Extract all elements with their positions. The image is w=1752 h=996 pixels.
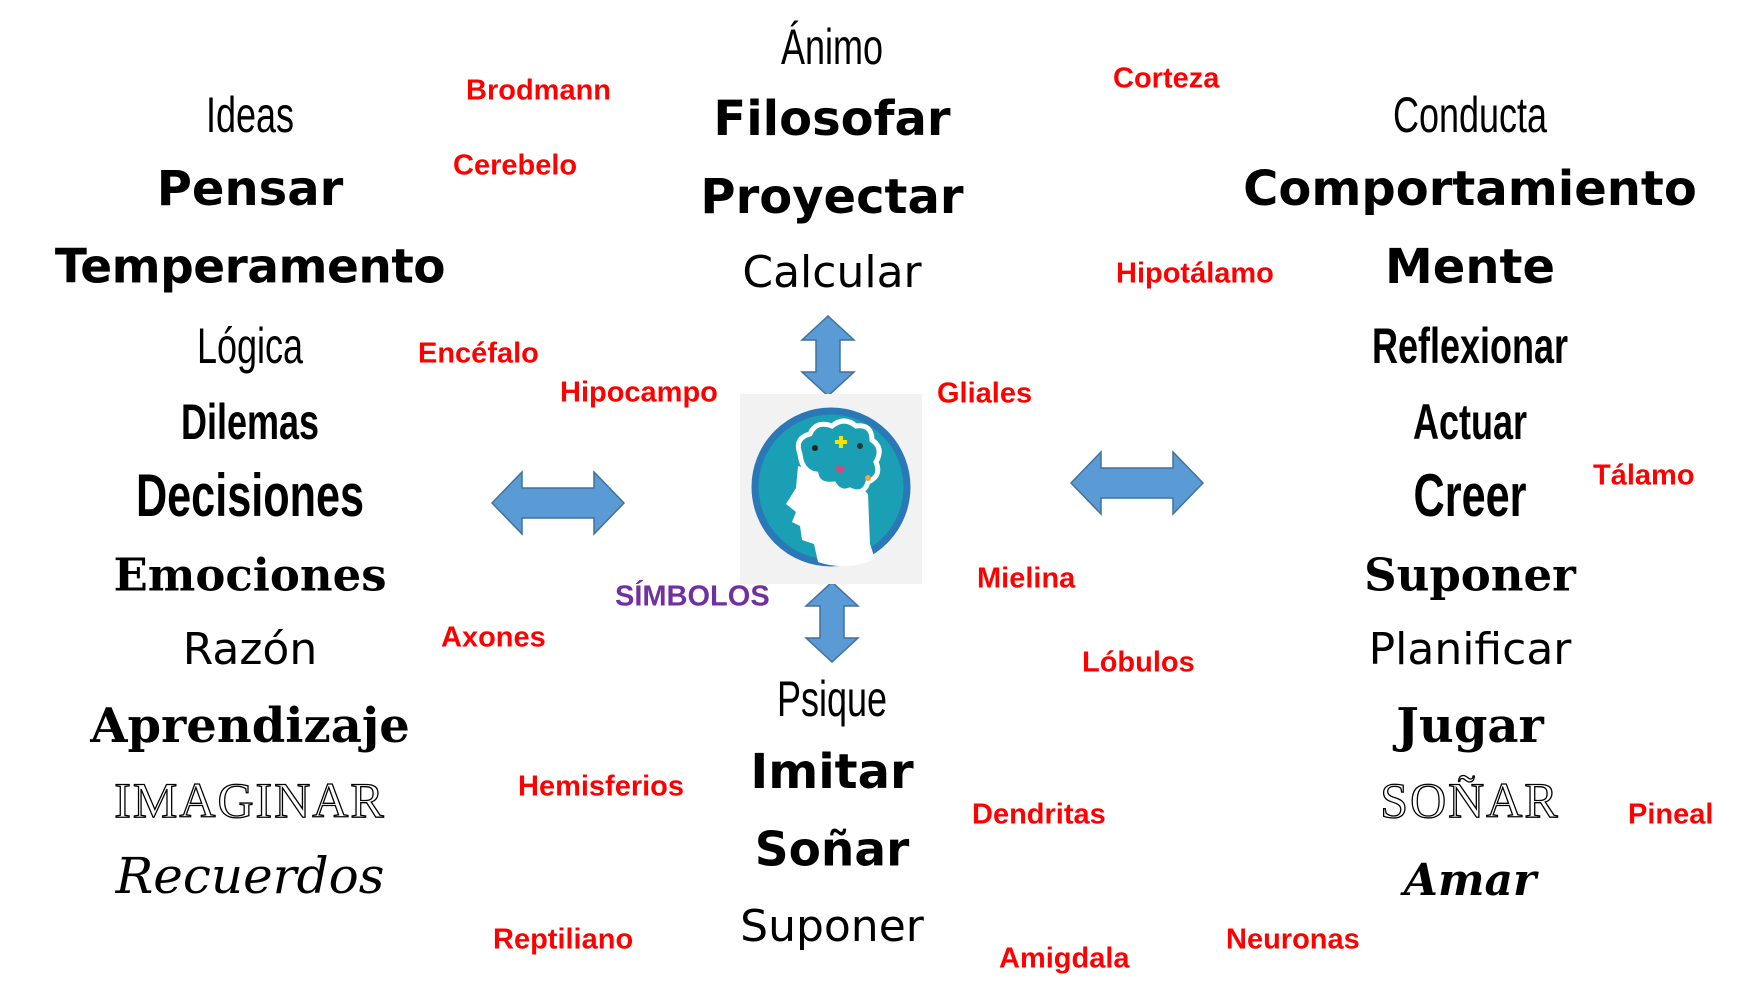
word-imitar: Imitar xyxy=(750,744,914,800)
word-dilemas: Dilemas xyxy=(180,394,320,450)
word-calcular: Calcular xyxy=(742,247,922,298)
term-gliales: Gliales xyxy=(937,377,1033,410)
word-mente: Mente xyxy=(1385,239,1555,295)
left-double-arrow xyxy=(490,470,626,536)
term-reptiliano: Reptiliano xyxy=(493,923,634,956)
term-corteza: Corteza xyxy=(1113,62,1220,95)
term-encefalo: Encéfalo xyxy=(418,337,539,370)
term-mielina: Mielina xyxy=(977,562,1076,595)
word-logica: Lógica xyxy=(196,318,304,374)
word-sonar-caps: SOÑAR xyxy=(1380,772,1560,828)
word-suponer-bottom: Suponer xyxy=(740,901,924,952)
word-aprendizaje: Aprendizaje xyxy=(90,698,410,754)
word-conducta: Conducta xyxy=(1392,87,1548,143)
word-decisiones: Decisiones xyxy=(135,462,365,529)
word-actuar: Actuar xyxy=(1412,394,1528,450)
word-filosofar: Filosofar xyxy=(713,91,951,147)
brain-head-icon xyxy=(740,394,922,584)
word-suponer-right: Suponer xyxy=(1364,548,1576,602)
term-hipocampo: Hipocampo xyxy=(560,376,718,409)
word-reflexionar: Reflexionar xyxy=(1371,318,1569,374)
term-hemisferios: Hemisferios xyxy=(518,770,685,803)
term-axones: Axones xyxy=(441,621,546,654)
word-proyectar: Proyectar xyxy=(700,169,964,225)
word-recuerdos: Recuerdos xyxy=(115,847,385,905)
word-amar: Amar xyxy=(1403,855,1537,906)
top-double-arrow xyxy=(800,314,856,398)
word-temperamento: Temperamento xyxy=(54,239,446,295)
word-creer: Creer xyxy=(1413,462,1527,529)
word-sonar: Soñar xyxy=(754,822,910,878)
bottom-double-arrow xyxy=(804,580,860,664)
term-brodmann: Brodmann xyxy=(466,74,611,107)
term-amigdala: Amigdala xyxy=(999,942,1130,975)
word-razon: Razón xyxy=(182,624,318,675)
term-hipotalamo: Hipotálamo xyxy=(1116,257,1274,290)
word-psique: Psique xyxy=(776,671,888,727)
term-talamo: Tálamo xyxy=(1593,459,1695,492)
term-pineal: Pineal xyxy=(1628,798,1714,831)
word-comportamiento: Comportamiento xyxy=(1243,161,1697,217)
word-pensar: Pensar xyxy=(156,161,344,217)
right-double-arrow xyxy=(1069,450,1205,516)
word-emociones: Emociones xyxy=(113,548,387,602)
term-cerebelo: Cerebelo xyxy=(453,149,578,182)
symbols-label: SÍMBOLOS xyxy=(615,580,770,613)
term-dendritas: Dendritas xyxy=(972,798,1106,831)
word-imaginar: IMAGINAR xyxy=(114,772,386,828)
word-jugar: Jugar xyxy=(1396,698,1544,754)
word-ideas: Ideas xyxy=(205,87,295,143)
word-planificar: Planificar xyxy=(1368,624,1572,675)
term-neuronas: Neuronas xyxy=(1226,923,1360,956)
term-lobulos: Lóbulos xyxy=(1082,646,1195,679)
word-animo: Ánimo xyxy=(780,19,884,75)
